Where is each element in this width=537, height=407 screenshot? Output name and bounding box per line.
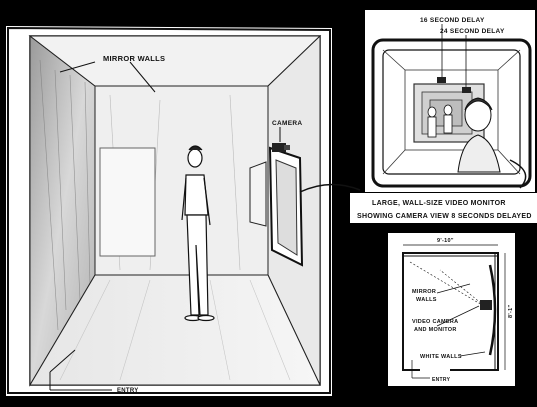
caption-line-1: LARGE, WALL-SIZE VIDEO MONITOR [372,200,506,207]
plan-width-label: 9'-10" [437,238,454,244]
label-16-second-delay: 16 SECOND DELAY [420,17,485,24]
monitor-view-drawing: 16 SECOND DELAY 24 SECOND DELAY [365,10,535,192]
small-panel [250,162,266,226]
back-doorway [100,148,155,256]
plan-entry-gap [420,368,450,372]
monitor-camera-tiny [462,87,471,93]
plan-depth-label: 8'-1" [508,305,514,318]
plan-mirror-label-1: MIRROR [412,289,436,295]
floor-plan-drawing: 9'-10" 8'-1" MIRROR WALLS VIDEO CAMERA [388,233,515,386]
label-camera: CAMERA [272,120,302,127]
plan-camera [480,300,492,310]
label-entry: ENTRY [117,388,139,394]
plan-entry-label: ENTRY [432,377,451,383]
wall-monitor-screen [276,160,297,255]
plan-mirror-label-2: WALLS [416,297,437,303]
room-perspective-drawing: MIRROR WALLS CAMERA ENTRY [6,26,332,396]
plan-camera-label-1: VIDEO CAMERA [412,319,458,325]
label-24-second-delay: 24 SECOND DELAY [440,28,505,35]
plan-white-walls-label: WHITE WALLS [420,354,462,360]
plan-camera-label-2: AND MONITOR [414,327,457,333]
monitor-caption: LARGE, WALL-SIZE VIDEO MONITOR SHOWING C… [350,193,537,223]
monitor-camera-small [437,77,446,83]
caption-line-2: SHOWING CAMERA VIEW 8 SECONDS DELAYED [357,213,532,220]
label-mirror-walls: MIRROR WALLS [103,54,165,63]
